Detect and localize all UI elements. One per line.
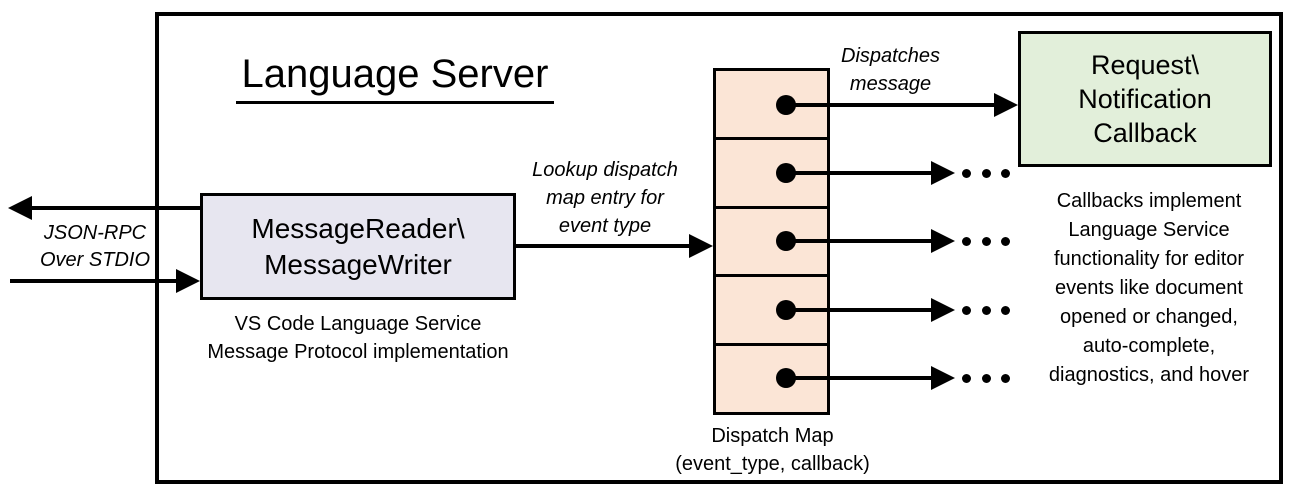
- dispatch-arrow-line: [786, 239, 933, 243]
- stdio-in-arrowhead-icon: [176, 269, 200, 293]
- dispatch-arrowhead-icon: [994, 93, 1018, 117]
- callback-box-line: Request\: [1090, 50, 1200, 80]
- lookup-arrow-label-line: map entry for: [546, 187, 664, 209]
- callback-box-line: Notification: [1078, 84, 1212, 114]
- dispatches-message-label-line: message: [849, 73, 932, 95]
- ellipsis-icon: [962, 305, 1010, 315]
- callbacks-note-line: diagnostics, and hover: [1048, 364, 1250, 386]
- dispatch-arrowhead-icon: [931, 298, 955, 322]
- callbacks-note-line: opened or changed,: [1060, 306, 1238, 328]
- callbacks-note-line: Callbacks implement: [1056, 190, 1242, 212]
- dispatch-map-cell: [716, 274, 827, 343]
- dispatch-arrow-line: [786, 308, 933, 312]
- message-box-line: MessageWriter: [264, 248, 452, 280]
- lookup-arrow-label-line: Lookup dispatch: [532, 159, 678, 181]
- stdio-label: JSON-RPC Over STDIO: [15, 220, 175, 274]
- callbacks-note: Callbacks implement Language Service fun…: [1020, 187, 1278, 390]
- lookup-arrow-label-line: event type: [558, 215, 652, 237]
- callback-box-line: Callback: [1093, 118, 1197, 148]
- message-box-line: MessageReader\: [251, 212, 465, 244]
- page-title: Language Server: [195, 52, 595, 104]
- dispatch-arrow-line: [786, 171, 933, 175]
- dispatch-arrow-line: [786, 376, 933, 380]
- stdio-label-line: Over STDIO: [39, 249, 150, 271]
- callbacks-note-line: auto-complete,: [1082, 335, 1216, 357]
- dispatches-message-label-line: Dispatches: [841, 45, 940, 67]
- stdio-out-arrowhead-icon: [8, 196, 32, 220]
- page-title-text: Language Server: [235, 52, 555, 104]
- lookup-arrow-line: [516, 244, 690, 248]
- message-box-caption-line: Message Protocol implementation: [207, 341, 509, 363]
- message-box-caption-line: VS Code Language Service: [234, 313, 482, 335]
- dispatch-arrow-line: [786, 103, 994, 107]
- callbacks-note-line: Language Service: [1068, 219, 1230, 241]
- dispatch-map-cell: [716, 343, 827, 412]
- dispatch-map-label-line: (event_type, callback): [675, 453, 870, 475]
- message-box-caption: VS Code Language Service Message Protoco…: [175, 310, 541, 366]
- message-reader-writer-box: MessageReader\ MessageWriter: [200, 193, 516, 300]
- callbacks-note-line: functionality for editor: [1053, 248, 1245, 270]
- dispatch-map-cell: [716, 205, 827, 275]
- ellipsis-icon: [962, 236, 1010, 246]
- lookup-arrowhead-icon: [689, 234, 713, 258]
- ellipsis-icon: [962, 373, 1010, 383]
- dispatches-message-label: Dispatches message: [828, 42, 953, 98]
- dispatch-arrowhead-icon: [931, 229, 955, 253]
- stdio-in-arrow-line: [10, 279, 178, 283]
- dispatch-arrowhead-icon: [931, 366, 955, 390]
- dispatch-map-cell: [716, 136, 827, 206]
- dispatch-map-label: Dispatch Map (event_type, callback): [650, 422, 895, 478]
- stdio-label-line: JSON-RPC: [43, 222, 147, 244]
- request-notification-callback-box: Request\ Notification Callback: [1018, 31, 1272, 167]
- callbacks-note-line: events like document: [1055, 277, 1243, 299]
- dispatch-map-label-line: Dispatch Map: [711, 425, 834, 447]
- dispatch-arrowhead-icon: [931, 161, 955, 185]
- lookup-arrow-label: Lookup dispatch map entry for event type: [510, 156, 700, 240]
- language-server-boundary-box: [155, 12, 1283, 484]
- ellipsis-icon: [962, 168, 1010, 178]
- stdio-out-arrow-line: [30, 206, 200, 210]
